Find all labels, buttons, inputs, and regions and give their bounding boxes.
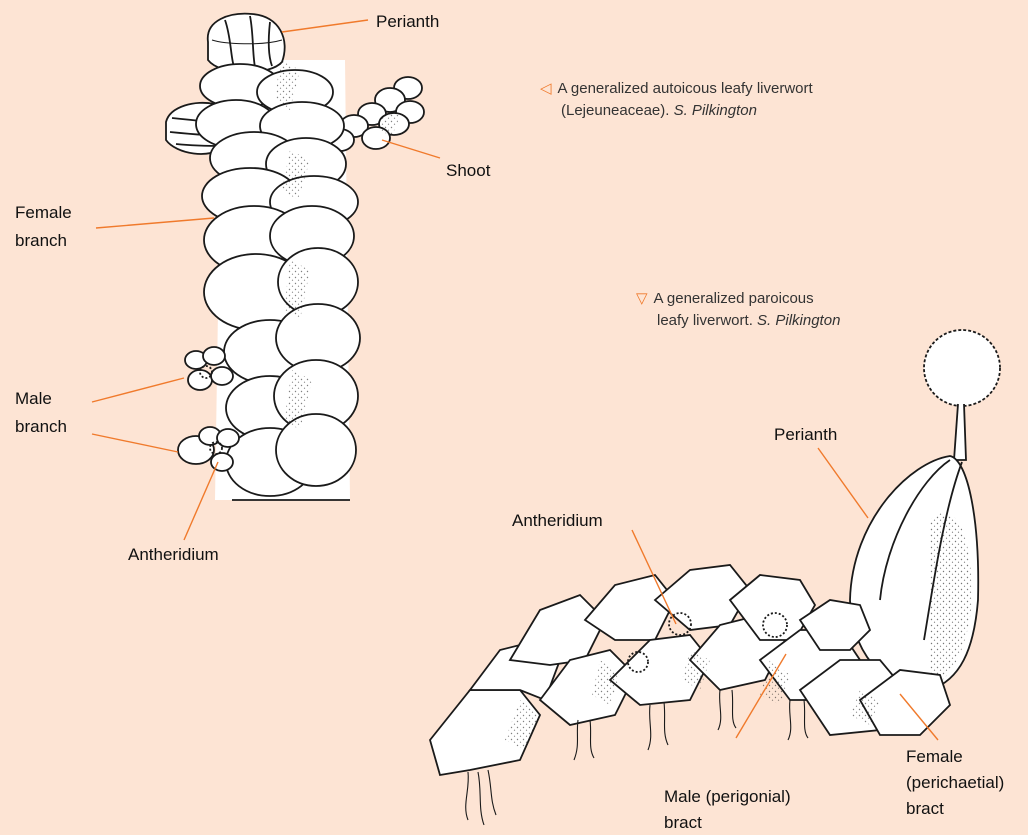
leader-male-branch-lower [92, 434, 178, 452]
label-female-bract-line1: Female [906, 744, 963, 769]
leader-antheridium-left [184, 462, 218, 540]
leader-female-branch [96, 218, 214, 228]
label-perianth-right: Perianth [774, 422, 837, 447]
caption-autoicous: ◁ A generalized autoicous leafy liverwort… [540, 78, 813, 122]
label-male-branch-line2: branch [15, 414, 67, 439]
caption-autoicous-credit: S. Pilkington [674, 102, 757, 119]
capsule-drawing [924, 330, 1000, 406]
caption-paroicous-line1: A generalized paroicous [654, 290, 814, 307]
caption-paroicous: ▽ A generalized paroicous leafy liverwort… [636, 288, 840, 332]
caption-paroicous-line2: leafy liverwort. [657, 312, 757, 329]
label-female-bract-line2: (perichaetial) [906, 770, 1004, 795]
leader-male-branch-upper [92, 378, 184, 402]
triangle-down-icon: ▽ [636, 290, 648, 307]
label-male-bract-line2: bract [664, 810, 702, 835]
label-male-bract-line1: Male (perigonial) [664, 784, 791, 809]
seta-drawing [954, 404, 966, 460]
autoicous-liverwort-drawing [166, 14, 424, 500]
label-perianth-left: Perianth [376, 9, 439, 34]
label-female-branch-line2: branch [15, 228, 67, 253]
leader-perianth-right [818, 448, 868, 518]
triangle-left-icon: ◁ [540, 80, 552, 97]
label-antheridium-right: Antheridium [512, 508, 603, 533]
caption-autoicous-line1: A generalized autoicous leafy liverwort [558, 80, 813, 97]
caption-paroicous-credit: S. Pilkington [757, 312, 840, 329]
leader-perianth-left [282, 20, 368, 32]
label-male-branch-line1: Male [15, 386, 52, 411]
label-shoot: Shoot [446, 158, 490, 183]
caption-autoicous-line2: (Lejeuneaceae). [561, 102, 674, 119]
label-antheridium-left: Antheridium [128, 542, 219, 567]
leader-shoot [382, 140, 440, 158]
label-female-branch-line1: Female [15, 200, 72, 225]
label-female-bract-line3: bract [906, 796, 944, 821]
